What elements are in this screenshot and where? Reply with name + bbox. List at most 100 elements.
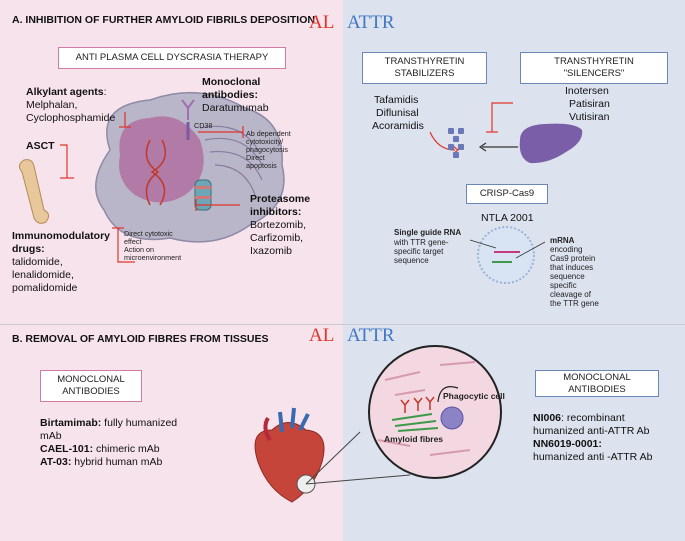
al-tag-bottom: AL xyxy=(309,325,335,346)
mrna-desc-2: Cas9 protein xyxy=(550,254,596,263)
immuno-title-2: drugs: xyxy=(12,243,45,255)
ntla-label: NTLA 2001 xyxy=(481,212,534,224)
cd38-label: CD38 xyxy=(194,121,213,130)
proteasome-drug-3: Ixazomib xyxy=(250,245,293,257)
al-tag-top: AL xyxy=(309,12,335,33)
al-ab-desc-4: hybrid human mAb xyxy=(71,456,163,468)
ab-effect-2: cytotoxicity/ xyxy=(246,137,284,146)
ttr-tetramer-icon xyxy=(448,128,464,158)
al-antibody-line-2: mAb xyxy=(40,430,62,443)
stabilizer-drug-3: Acoramidis xyxy=(372,120,424,132)
al-ab-desc-2: mAb xyxy=(40,430,62,442)
guide-rna-desc-3: sequence xyxy=(394,256,429,265)
proteasome-title-2: inhibitors: xyxy=(250,206,302,218)
mrna-desc-3: that induces xyxy=(550,263,594,272)
monoclonal-title-2: antibodies: xyxy=(202,89,259,101)
al-ab-name-4: AT-03: xyxy=(40,456,72,468)
proteasome-title-1: Proteasome xyxy=(250,193,311,205)
attr-ab-desc-1: : recombinant xyxy=(561,412,625,424)
guide-rna-desc-2: specific target xyxy=(394,247,444,256)
attr-antibody-line-2: humanized anti-ATTR Ab xyxy=(533,425,650,438)
al-antibody-line-1: Birtamimab: fully humanized xyxy=(40,417,177,430)
ab-effect-5: apoptosis xyxy=(246,161,277,170)
therapy-box: ANTI PLASMA CELL DYSCRASIA THERAPY xyxy=(58,47,286,69)
proteasome-drug-1: Bortezomib, xyxy=(250,219,307,231)
immuno-effect-3: Action on xyxy=(124,245,154,254)
al-box-line-2: ANTIBODIES xyxy=(62,386,120,397)
attr-ab-name-3: NN6019-0001: xyxy=(533,438,602,450)
amyloid-label: Amyloid fibres xyxy=(384,434,444,444)
section-divider xyxy=(0,324,685,325)
antibody-icon xyxy=(181,99,195,120)
tissue-zoom-circle xyxy=(368,345,502,479)
stabilizers-box: TRANSTHYRETIN STABILIZERS xyxy=(362,52,487,84)
mrna-desc-1: encoding xyxy=(550,245,583,254)
ab-effect-3: phagocytosis xyxy=(246,145,288,154)
attr-ab-desc-4: humanized anti -ATTR Ab xyxy=(533,451,653,463)
silencer-drug-2: Patisiran xyxy=(569,98,610,110)
silencer-drug-1: Inotersen xyxy=(565,85,609,97)
alkylant-drug-2: Cyclophosphamide xyxy=(26,112,116,124)
al-antibody-line-4: AT-03: hybrid human mAb xyxy=(40,456,162,469)
bone-illustration xyxy=(18,159,50,224)
monoclonal-drug: Daratumumab xyxy=(202,102,269,114)
mrna-desc-4: sequence xyxy=(550,272,585,281)
lipid-nanoparticle xyxy=(477,226,535,284)
al-ab-name-3: CAEL-101: xyxy=(40,443,94,455)
al-monoclonal-box: MONOCLONAL ANTIBODIES xyxy=(40,370,142,402)
immuno-drug-3: pomalidomide xyxy=(12,282,78,294)
attr-monoclonal-box: MONOCLONAL ANTIBODIES xyxy=(535,370,659,397)
amyloid-fibres xyxy=(391,413,439,432)
immuno-effect-2: effect xyxy=(124,237,142,246)
al-ab-name-1: Birtamimab: xyxy=(40,417,102,429)
immuno-drug-1: talidomide, xyxy=(12,256,63,268)
attr-antibody-line-4: humanized anti -ATTR Ab xyxy=(533,451,652,464)
guide-rna-title: Single guide RNA xyxy=(394,228,462,237)
silencers-line-2: "SILENCERS" xyxy=(563,68,625,79)
section-b-title: B. REMOVAL OF AMYLOID FIBRES FROM TISSUE… xyxy=(12,333,269,345)
attr-ab-name-1: NI006 xyxy=(533,412,562,424)
mrna-desc-5: specific xyxy=(550,281,577,290)
attr-box-line-1: MONOCLONAL xyxy=(563,371,631,383)
asct-label: ASCT xyxy=(26,140,55,152)
attr-antibody-line-3: NN6019-0001: xyxy=(533,438,602,451)
immuno-drug-2: lenalidomide, xyxy=(12,269,74,281)
alkylant-label: Alkylant agents xyxy=(26,86,104,98)
proteasome-drug-2: Carfizomib, xyxy=(250,232,304,244)
mrna-desc-7: the TTR gene xyxy=(550,299,599,308)
alkylant-colon: : xyxy=(103,86,107,98)
al-ab-desc-1: fully humanized xyxy=(101,417,178,429)
crispr-box: CRISP-Cas9 xyxy=(466,184,548,204)
silencers-line-1: TRANSTHYRETIN xyxy=(554,56,634,67)
mrna-desc-6: cleavage of xyxy=(550,290,591,299)
stabilizer-drug-1: Tafamidis xyxy=(374,94,419,106)
al-box-line-1: MONOCLONAL xyxy=(57,374,125,385)
silencers-box: TRANSTHYRETIN "SILENCERS" xyxy=(520,52,668,84)
immuno-effect-1: Direct cytotoxic xyxy=(124,229,173,238)
immuno-effect-4: microenvironment xyxy=(124,253,182,262)
section-a-title: A. INHIBITION OF FURTHER AMYLOID FIBRILS… xyxy=(12,14,315,26)
alkylant-title: Alkylant agents: xyxy=(26,86,107,99)
mrna-title: mRNA xyxy=(550,236,575,245)
attr-tag-bottom: ATTR xyxy=(347,325,395,346)
heart-illustration xyxy=(254,407,325,503)
immuno-title-1: Immunomodulatory xyxy=(12,230,111,242)
attr-box-line-2: ANTIBODIES xyxy=(568,383,626,395)
attr-tag-top: ATTR xyxy=(347,12,395,33)
attr-ab-desc-2: humanized anti-ATTR Ab xyxy=(533,425,650,437)
silencer-drug-3: Vutisiran xyxy=(569,111,610,123)
stabilizer-drug-2: Diflunisal xyxy=(376,107,419,119)
phagocytic-label: Phagocytic cell xyxy=(443,391,505,401)
ab-effect-4: Direct xyxy=(246,153,265,162)
stabilizers-line-2: STABILIZERS xyxy=(394,68,455,79)
liver-icon xyxy=(519,123,583,164)
al-ab-desc-3: chimeric mAb xyxy=(93,443,160,455)
stabilizers-line-1: TRANSTHYRETIN xyxy=(384,56,465,67)
attr-antibody-line-1: NI006: recombinant xyxy=(533,412,625,425)
phagocytic-cell xyxy=(440,406,464,430)
alkylant-drug-1: Melphalan, xyxy=(26,99,78,111)
guide-rna-desc-1: with TTR gene- xyxy=(394,238,449,247)
ab-effect-1: Ab dependent xyxy=(246,129,291,138)
monoclonal-title-1: Monoclonal xyxy=(202,76,261,88)
